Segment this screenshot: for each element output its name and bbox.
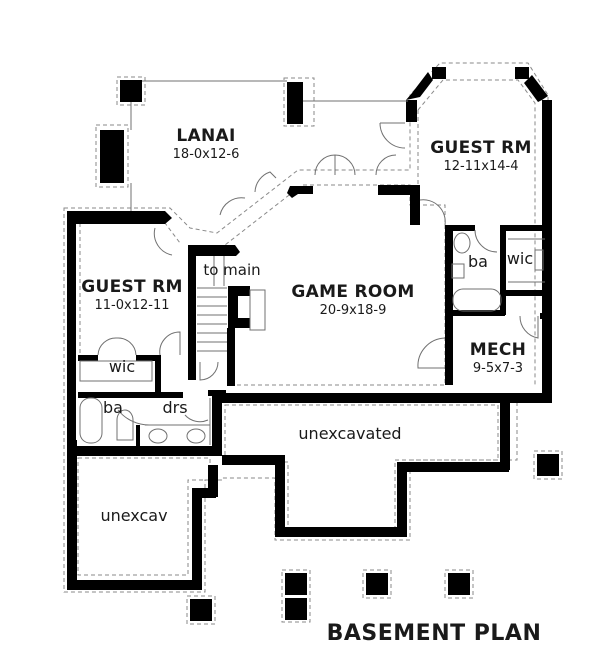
lanai-dims: 18-0x12-6 [172,147,240,162]
game-room-name: GAME ROOM [291,282,415,302]
thin-lines [79,80,545,445]
guest-rm-right-name: GUEST RM [430,138,532,158]
label-stairs-to-main: to main [203,261,261,279]
room-label-guest-rm-left: GUEST RM 11-0x12-11 [81,277,183,313]
mech-name: MECH [469,340,527,360]
room-label-game-room: GAME ROOM 20-9x18-9 [291,282,415,318]
room-label-guest-rm-right: GUEST RM 12-11x14-4 [430,138,532,174]
label-ba-right: ba [468,252,488,271]
label-wic-left: wic [108,357,136,376]
room-label-mech: MECH 9-5x7-3 [469,340,527,376]
label-ba-left: ba [103,398,123,417]
plan-title: BASEMENT PLAN [326,621,542,646]
label-unexcavated: unexcavated [298,424,402,443]
mech-dims: 9-5x7-3 [472,361,524,376]
guest-rm-left-name: GUEST RM [81,277,183,297]
label-unexcav: unexcav [100,506,168,525]
lanai-name: LANAI [176,126,236,146]
guest-rm-left-dims: 11-0x12-11 [94,298,170,313]
game-room-dims: 20-9x18-9 [319,303,387,318]
guest-rm-right-dims: 12-11x14-4 [443,159,519,174]
label-drs: drs [162,398,188,417]
room-label-lanai: LANAI 18-0x12-6 [172,126,240,162]
walls [67,67,559,621]
label-wic-right: wic [506,249,534,268]
